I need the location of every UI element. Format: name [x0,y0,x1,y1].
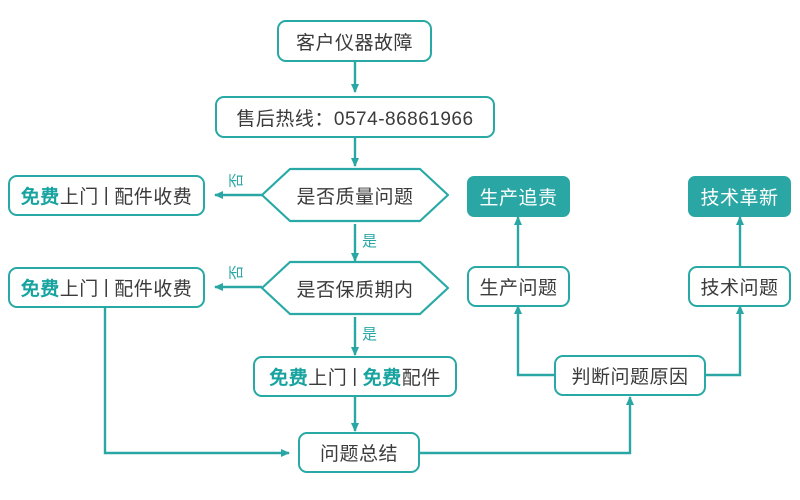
node-technical-problem[interactable]: 技术问题 [688,266,791,307]
node-hotline-label: 售后热线：0574-86861966 [236,108,474,130]
node-production-accountability-label: 生产追责 [479,188,558,209]
edge-summary-to-judge [420,396,634,455]
edge-label-warranty-no: 否 [228,264,247,280]
edge-label-quality-yes-text: 是 [362,233,378,250]
node-result-free[interactable]: 免费 上门 | 免费 配件 [253,356,457,397]
node-result-paid-1-onsite: 上门 [59,187,99,208]
node-result-free-separator: | [352,365,358,387]
node-result-paid-1-free: 免费 [20,187,60,208]
edge-paid2-to-summary [103,304,290,457]
node-result-paid-1[interactable]: 免费 上门 | 配件收费 [8,175,205,216]
node-production-problem[interactable]: 生产问题 [467,266,570,307]
edge-label-warranty-no-text: 否 [228,264,245,280]
edge-label-quality-no: 否 [228,172,247,188]
edge-label-quality-yes: 是 [362,234,377,249]
node-result-free-parts: 配件 [401,368,441,389]
edge-label-warranty-yes-text: 是 [362,326,378,343]
node-start-label: 客户仪器故障 [295,32,413,54]
node-decision-warranty[interactable]: 是否保质期内 [262,262,448,314]
node-result-paid-1-separator: | [103,184,110,206]
node-result-free-onsite: 上门 [308,368,348,389]
node-decision-quality[interactable]: 是否质量问题 [262,169,448,221]
node-production-problem-label: 生产问题 [479,278,558,299]
node-decision-warranty-label: 是否保质期内 [296,279,414,301]
node-technical-innovation-label: 技术革新 [700,188,779,209]
node-technical-problem-label: 技术问题 [700,278,779,299]
node-result-paid-1-parts-fee: 配件收费 [114,187,193,208]
node-judge-cause[interactable]: 判断问题原因 [554,355,706,396]
node-judge-cause-label: 判断问题原因 [571,367,689,388]
node-summary-label: 问题总结 [319,444,398,465]
edge-judge-to-production [514,305,554,377]
node-technical-innovation[interactable]: 技术革新 [688,176,791,217]
decision-warranty-shape [260,260,450,316]
node-summary[interactable]: 问题总结 [298,432,420,473]
node-result-free-onsite-free: 免费 [269,368,309,389]
edge-judge-to-technical [706,305,744,377]
node-start[interactable]: 客户仪器故障 [277,20,432,62]
node-decision-quality-label: 是否质量问题 [296,186,414,208]
node-production-accountability[interactable]: 生产追责 [467,176,570,217]
edge-label-warranty-yes: 是 [362,327,377,342]
node-hotline[interactable]: 售后热线：0574-86861966 [215,96,495,138]
edge-label-quality-no-text: 否 [228,172,245,188]
decision-quality-shape [260,167,450,223]
node-result-free-parts-free: 免费 [362,368,402,389]
node-result-paid-2-free: 免费 [20,279,60,300]
node-result-paid-2-onsite: 上门 [59,279,99,300]
node-result-paid-2[interactable]: 免费 上门 | 配件收费 [8,267,205,308]
node-result-paid-2-separator: | [103,276,110,298]
node-result-paid-2-parts-fee: 配件收费 [114,279,193,300]
